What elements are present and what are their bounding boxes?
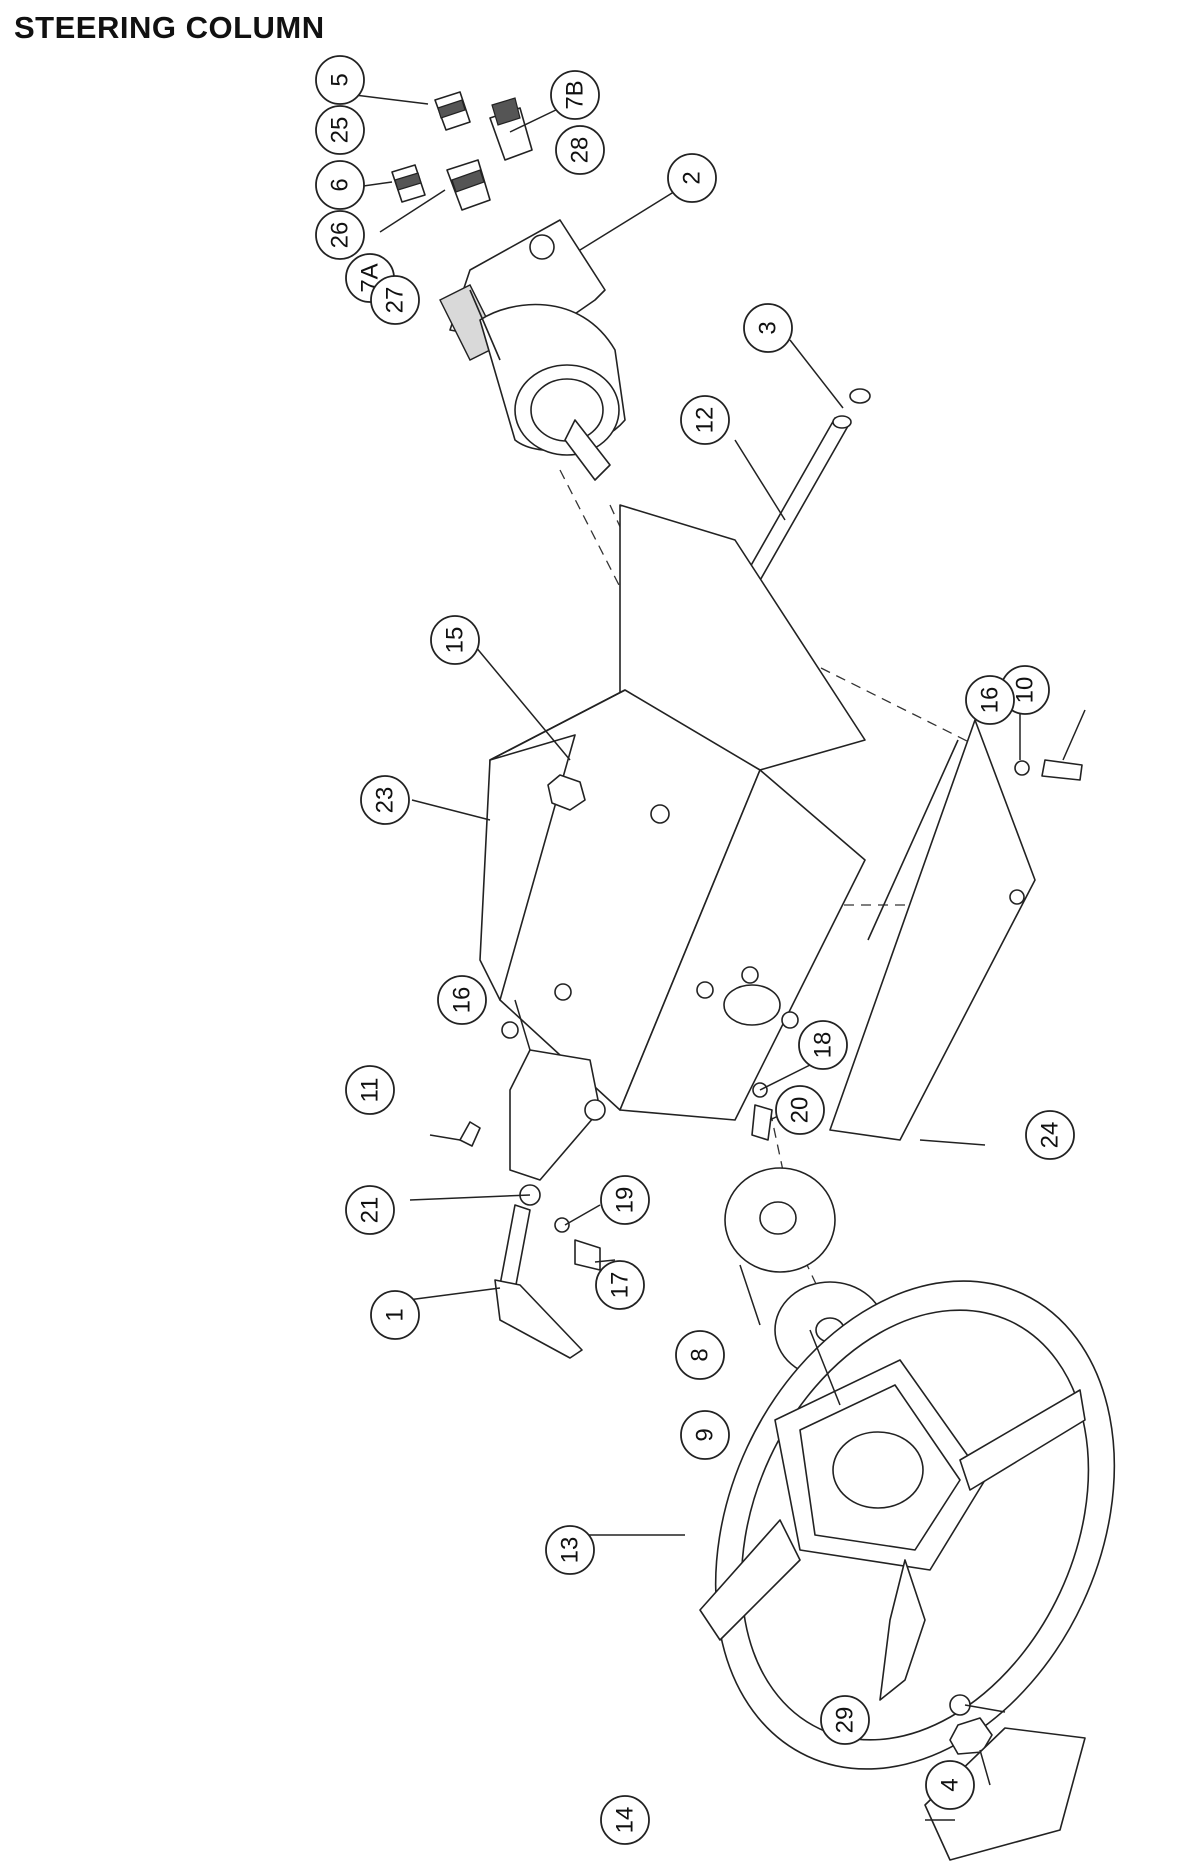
callout-7b: 7B	[550, 70, 600, 120]
callout-circle	[775, 1085, 825, 1135]
callout-17: 17	[595, 1260, 645, 1310]
callout-number: 14	[612, 1807, 639, 1834]
callout-14: 14	[600, 1795, 650, 1845]
callout-circle	[315, 55, 365, 105]
callout-circle	[820, 1695, 870, 1745]
callout-number: 11	[357, 1078, 384, 1103]
callout-number: 4	[937, 1778, 964, 1791]
wheel-nut-and-cap	[924, 1694, 1086, 1861]
callout-circle	[675, 1330, 725, 1380]
callout-circle	[600, 1175, 650, 1225]
leader-lines	[334, 94, 1086, 1821]
callout-number: 19	[612, 1187, 639, 1214]
callout-number: 17	[607, 1272, 634, 1299]
callout-number: 15	[442, 627, 469, 654]
callout-number: 28	[567, 137, 594, 164]
callout-number: 21	[357, 1197, 384, 1224]
callout-16-plate: 16	[965, 675, 1015, 725]
callout-number: 18	[810, 1032, 837, 1059]
callout-circle	[370, 1290, 420, 1340]
callout-circle	[555, 125, 605, 175]
callout-9: 9	[680, 1410, 730, 1460]
diagram-title: STEERING COLUMN	[14, 10, 325, 45]
callout-6: 6	[315, 160, 365, 210]
callout-18: 18	[798, 1020, 848, 1070]
steering-unit-part-2	[439, 219, 626, 481]
callout-number: 9	[692, 1428, 719, 1441]
tilt-lever-assembly	[459, 1049, 606, 1359]
mounting-plate-part-24	[829, 719, 1036, 1141]
callout-20: 20	[775, 1085, 825, 1135]
callout-circle	[595, 1260, 645, 1310]
callout-number: 20	[787, 1097, 814, 1124]
callout-21: 21	[345, 1185, 395, 1235]
callout-circle	[550, 70, 600, 120]
callout-circle	[798, 1020, 848, 1070]
callout-circle	[545, 1525, 595, 1575]
callout-13: 13	[545, 1525, 595, 1575]
callout-26: 26	[315, 210, 365, 260]
callout-25: 25	[315, 105, 365, 155]
callout-circle	[680, 395, 730, 445]
callout-number: 6	[327, 178, 354, 191]
callout-23: 23	[360, 775, 410, 825]
callout-24: 24	[1025, 1110, 1075, 1160]
callout-circle	[925, 1760, 975, 1810]
callout-circle	[315, 105, 365, 155]
callout-number: 24	[1037, 1122, 1064, 1149]
callout-bubbles: 1 2 3 4 5 6 7A 7B 8 9 10 11 12 13 14 15 …	[315, 55, 1075, 1845]
callout-number: 10	[1012, 677, 1039, 704]
callout-11: 11	[345, 1065, 395, 1115]
callout-circle	[315, 160, 365, 210]
callout-number: 5	[327, 73, 354, 86]
callout-circle	[430, 615, 480, 665]
callout-15: 15	[430, 615, 480, 665]
callout-16-bracket: 16	[437, 975, 487, 1025]
callout-number: 13	[557, 1537, 584, 1564]
callout-number: 27	[382, 287, 409, 314]
callout-1: 1	[370, 1290, 420, 1340]
callout-28: 28	[555, 125, 605, 175]
callout-8: 8	[675, 1330, 725, 1380]
callout-19: 19	[600, 1175, 650, 1225]
callout-number: 16	[449, 987, 476, 1014]
callout-circle	[1025, 1110, 1075, 1160]
callout-3: 3	[743, 303, 793, 353]
callout-2: 2	[667, 153, 717, 203]
hardware-nuts-washers	[547, 759, 1083, 1141]
callout-number: 3	[755, 321, 782, 334]
callout-number: 25	[327, 117, 354, 144]
callout-circle	[345, 1185, 395, 1235]
callout-5: 5	[315, 55, 365, 105]
callout-circle	[345, 1065, 395, 1115]
steering-wheel-part-13	[699, 1280, 1116, 1770]
callout-circle	[743, 303, 793, 353]
callout-number: 1	[382, 1308, 409, 1321]
callout-number: 23	[372, 787, 399, 814]
callout-circle	[680, 1410, 730, 1460]
callout-12: 12	[680, 395, 730, 445]
callout-29: 29	[820, 1695, 870, 1745]
callout-27: 27	[370, 275, 420, 325]
callout-circle	[370, 275, 420, 325]
callout-number: 29	[832, 1707, 859, 1734]
callout-circle	[600, 1795, 650, 1845]
callout-number: 2	[679, 171, 706, 184]
callout-4: 4	[925, 1760, 975, 1810]
hydraulic-fittings	[391, 91, 533, 211]
callout-number: 8	[687, 1348, 714, 1361]
callout-number: 7B	[562, 80, 589, 109]
callout-number: 12	[692, 407, 719, 434]
callout-circle	[667, 153, 717, 203]
callout-circle	[315, 210, 365, 260]
callout-circle	[360, 775, 410, 825]
callout-number: 26	[327, 222, 354, 249]
callout-number: 16	[977, 687, 1004, 714]
callout-circle	[965, 675, 1015, 725]
callout-circle	[437, 975, 487, 1025]
